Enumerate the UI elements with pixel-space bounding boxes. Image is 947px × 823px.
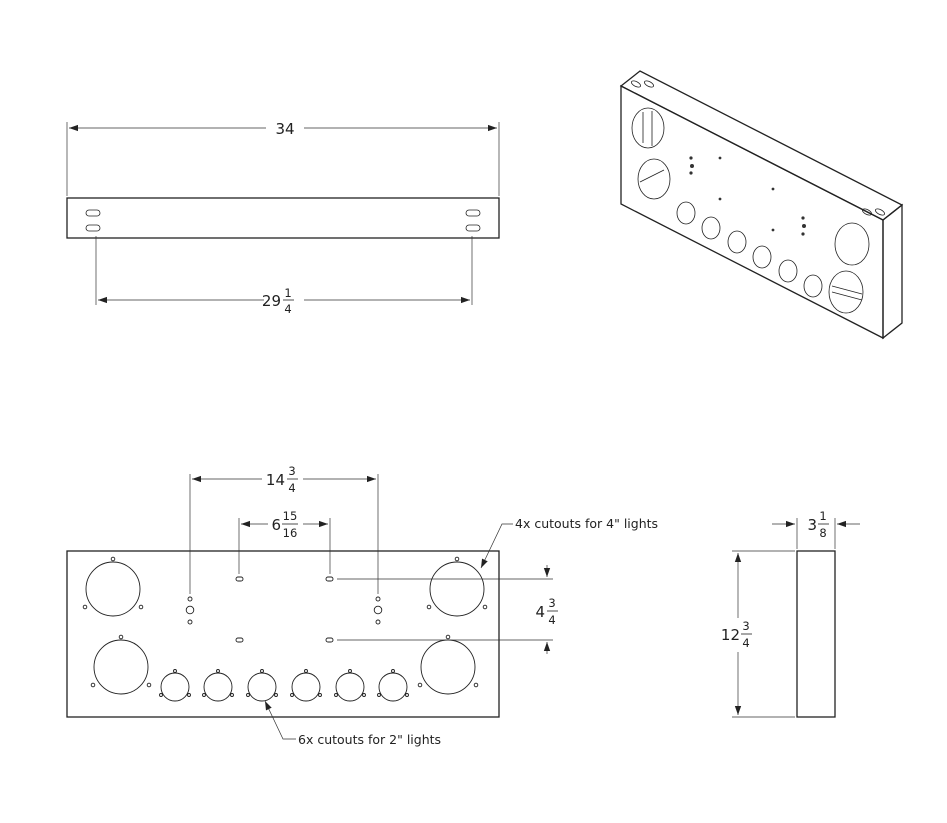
top-view: 34 29 1 4 bbox=[66, 120, 500, 316]
iso-small-cutouts bbox=[676, 201, 823, 298]
front-panel bbox=[66, 550, 500, 718]
dimension-vertical-spacing: 4 3 4 bbox=[337, 565, 558, 654]
top-view-bar bbox=[66, 197, 500, 239]
iso-large-cutouts bbox=[631, 107, 870, 314]
dim-text-overall-width: 34 bbox=[275, 120, 294, 138]
front-view: 14 3 4 6 15 16 4 3 4 bbox=[66, 464, 658, 747]
slot-holes bbox=[85, 209, 481, 232]
dim-text-height-den: 4 bbox=[742, 636, 749, 650]
side-view: 3 1 8 12 3 4 bbox=[721, 509, 860, 718]
iso-side-face bbox=[882, 203, 903, 340]
callout-4in-text: 4x cutouts for 4" lights bbox=[515, 516, 658, 531]
dimension-mount-spacing: 29 1 4 bbox=[95, 236, 473, 316]
dimension-height: 12 3 4 bbox=[721, 550, 795, 718]
callout-4in-lights: 4x cutouts for 4" lights bbox=[480, 516, 658, 569]
dim-text-mount-num: 1 bbox=[284, 286, 291, 300]
iso-mount-holes bbox=[689, 156, 806, 236]
dim-text-vertical-den: 4 bbox=[548, 613, 555, 627]
small-cutouts bbox=[159, 669, 409, 702]
dim-text-depth-whole: 3 bbox=[807, 516, 817, 534]
callout-2in-text: 6x cutouts for 2" lights bbox=[298, 732, 441, 747]
dim-text-depth-den: 8 bbox=[819, 526, 826, 540]
dim-text-inner-den: 16 bbox=[283, 526, 298, 540]
iso-front-face bbox=[620, 84, 884, 340]
iso-top-face bbox=[619, 70, 904, 221]
dimension-depth: 3 1 8 bbox=[772, 509, 860, 549]
callout-2in-lights: 6x cutouts for 2" lights bbox=[264, 700, 441, 747]
dim-text-inner-whole: 6 bbox=[271, 516, 281, 534]
side-panel bbox=[796, 550, 836, 718]
dim-text-outer-den: 4 bbox=[288, 481, 295, 495]
dim-text-vertical-num: 3 bbox=[548, 596, 555, 610]
dimension-overall-width: 34 bbox=[66, 120, 500, 196]
dim-text-mount-whole: 29 bbox=[262, 292, 281, 310]
dim-text-height-whole: 12 bbox=[721, 626, 740, 644]
dim-text-outer-num: 3 bbox=[288, 464, 295, 478]
dimension-outer-spacing: 14 3 4 bbox=[189, 464, 379, 594]
dim-text-vertical-whole: 4 bbox=[535, 603, 545, 621]
dim-text-outer-whole: 14 bbox=[266, 471, 285, 489]
dim-text-inner-num: 15 bbox=[283, 509, 298, 523]
dim-text-mount-den: 4 bbox=[284, 302, 291, 316]
dim-text-height-num: 3 bbox=[742, 619, 749, 633]
isometric-view bbox=[619, 70, 904, 340]
iso-top-slots bbox=[631, 80, 885, 216]
dimension-inner-spacing: 6 15 16 bbox=[238, 509, 331, 574]
dim-text-depth-num: 1 bbox=[819, 509, 826, 523]
large-cutouts bbox=[82, 556, 488, 695]
mount-holes bbox=[185, 576, 383, 643]
